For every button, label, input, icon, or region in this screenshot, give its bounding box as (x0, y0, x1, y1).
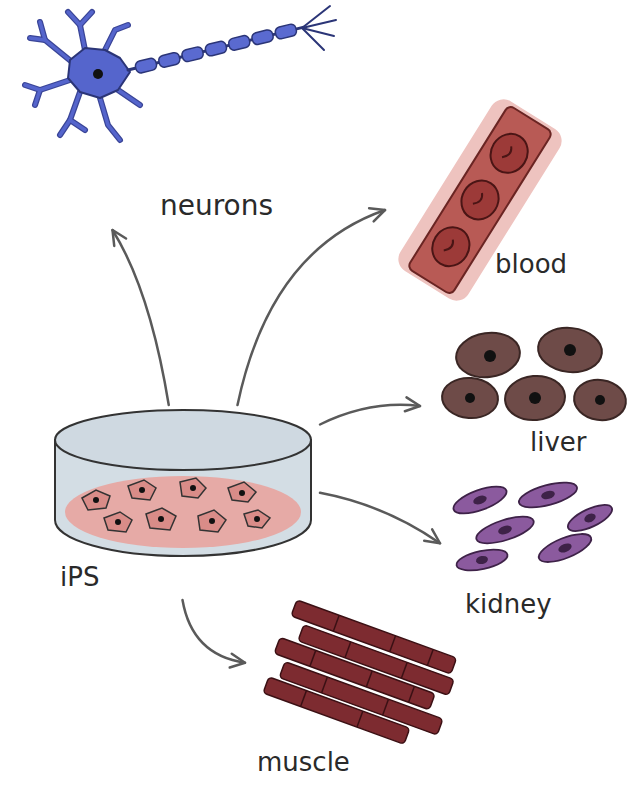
arrow-head (230, 654, 245, 668)
arrow-line (320, 405, 420, 425)
arrow-line (183, 600, 246, 663)
muscle-fibers-drawing (260, 599, 464, 754)
ips-dish-node: iPS (45, 405, 320, 600)
liver-cells-drawing (441, 325, 629, 424)
sketch-arrow (320, 493, 440, 544)
arrow-head (424, 529, 440, 543)
kidney-node: kidney (440, 478, 620, 623)
blood-node: blood (385, 90, 575, 290)
cell-label: blood (495, 250, 567, 280)
sketch-arrow (113, 230, 169, 405)
muscle-node: muscle (245, 598, 445, 783)
kidney-cells-drawing (450, 478, 615, 575)
petri-dish-drawing (55, 410, 311, 556)
neuron-drawing (25, 6, 336, 140)
cell-label: kidney (465, 590, 552, 620)
cell-label: neurons (160, 190, 273, 222)
sketch-arrow (238, 208, 386, 405)
cell-label: iPS (60, 563, 99, 593)
arrow-line (238, 210, 386, 405)
arrow-head (405, 397, 420, 411)
arrow-line (113, 230, 169, 405)
cell-label: muscle (257, 748, 350, 778)
arrow-line (320, 493, 440, 544)
liver-node: liver (420, 325, 630, 460)
blood-vessel-drawing (393, 94, 567, 306)
sketch-arrow (320, 397, 420, 424)
arrow-head (369, 208, 385, 221)
cell-label: liver (530, 428, 587, 458)
arrow-head (113, 230, 127, 246)
neuron-node: neurons (15, 5, 340, 230)
sketch-arrow (183, 600, 246, 668)
